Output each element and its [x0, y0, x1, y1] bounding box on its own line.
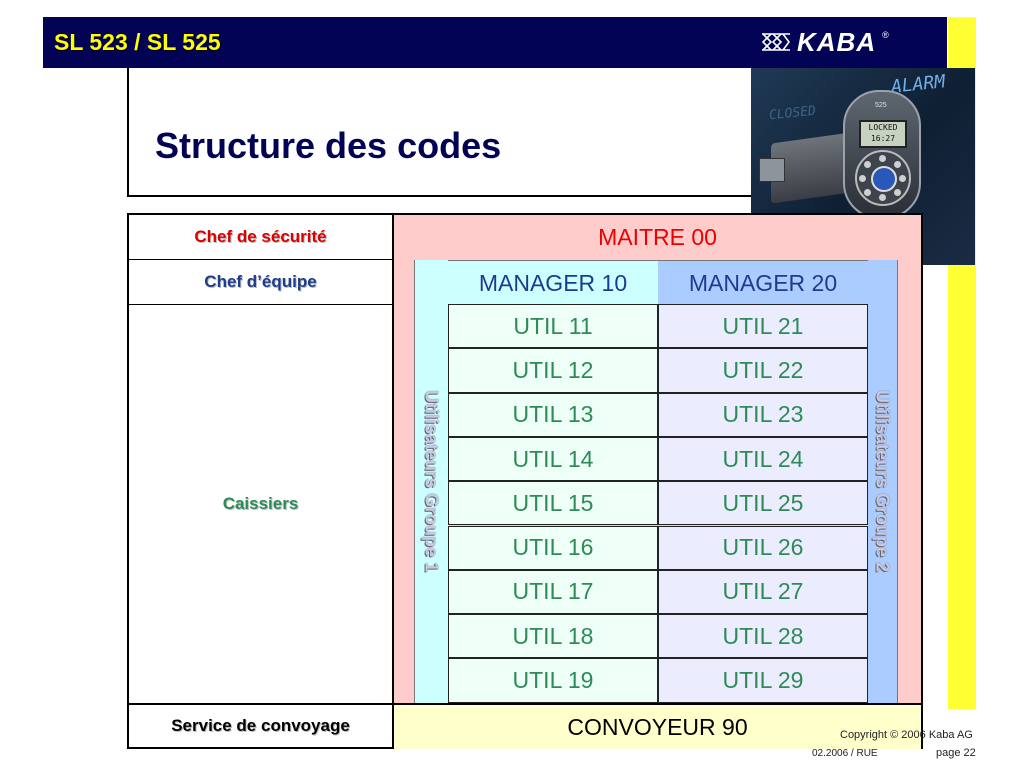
group2-band	[868, 260, 898, 703]
header-bar: SL 523 / SL 525 KABA ®	[43, 17, 947, 68]
role-convoy-service: Service de convoyage	[171, 716, 350, 735]
key-dot	[894, 189, 901, 196]
key-dot	[899, 175, 906, 182]
copyright-text: Copyright © 2006 Kaba AG	[840, 729, 973, 741]
key-dot	[894, 161, 901, 168]
user-code-cell: UTIL 23	[658, 392, 868, 437]
row-divider	[129, 259, 392, 260]
page-number: page 22	[936, 747, 976, 759]
key-dot	[879, 194, 886, 201]
role-column: Chef de sécurité Chef d’équipe Caissiers…	[129, 215, 394, 747]
footer-date: 02.2006 / RUE	[812, 748, 878, 759]
user-code-cell: UTIL 14	[448, 436, 658, 482]
user-code-cell: UTIL 15	[448, 481, 658, 526]
convoy-code: CONVOYEUR 90	[394, 703, 921, 749]
header-title: SL 523 / SL 525	[54, 29, 221, 55]
user-code-grid: UTIL 11 UTIL 12 UTIL 13 UTIL 14 UTIL 15 …	[448, 304, 868, 703]
user-code-cell: UTIL 22	[658, 348, 868, 393]
logo-text: KABA	[797, 26, 877, 57]
keypad-dial	[855, 150, 911, 206]
user-code-cell: UTIL 29	[658, 658, 868, 703]
keypad-center-button	[871, 166, 897, 192]
user-code-cell: UTIL 11	[448, 304, 658, 349]
key-dot	[864, 189, 871, 196]
slide-title: Structure des codes	[155, 125, 502, 166]
user-code-cell: UTIL 26	[658, 525, 868, 570]
display-line-2: 16:27	[870, 134, 896, 143]
group1-label: Utilisateurs Groupe 1	[421, 389, 442, 573]
user-code-cell: UTIL 24	[658, 436, 868, 482]
manager-20-code: MANAGER 20	[658, 260, 868, 305]
key-dot	[864, 161, 871, 168]
user-code-cell: UTIL 19	[448, 658, 658, 703]
row-divider	[129, 304, 392, 305]
group2-label: Utilisateurs Groupe 2	[872, 389, 893, 573]
user-code-cell: UTIL 25	[658, 481, 868, 526]
role-security-chief: Chef de sécurité	[194, 227, 327, 246]
keypad-device: 525 LOCKED 16:27	[843, 90, 921, 219]
key-dot	[879, 155, 886, 162]
manager-10-code: MANAGER 10	[448, 260, 658, 305]
user-code-cell: UTIL 17	[448, 569, 658, 615]
user-code-cell: UTIL 12	[448, 348, 658, 393]
lock-bolt	[759, 158, 785, 182]
master-code: MAITRE 00	[598, 223, 717, 250]
logo-registered-mark: ®	[882, 30, 889, 40]
user-code-cell: UTIL 13	[448, 392, 658, 437]
user-code-cell: UTIL 27	[658, 569, 868, 615]
row-divider	[129, 703, 392, 705]
code-structure-table: Chef de sécurité Chef d’équipe Caissiers…	[127, 213, 923, 749]
kaba-emblem-icon	[761, 33, 790, 51]
keypad-model-label: 525	[875, 102, 887, 109]
kaba-logo: KABA ®	[761, 26, 889, 57]
display-line-1: LOCKED	[868, 123, 898, 132]
key-dot	[859, 175, 866, 182]
user-code-cell: UTIL 28	[658, 614, 868, 659]
title-frame	[127, 68, 789, 197]
role-cashiers: Caissiers	[222, 494, 299, 513]
user-code-cell: UTIL 21	[658, 304, 868, 349]
keypad-display: LOCKED 16:27	[859, 120, 907, 148]
role-team-chief: Chef d’équipe	[204, 272, 317, 291]
user-code-cell: UTIL 16	[448, 525, 658, 570]
photo-closed-text: CLOSED	[768, 103, 817, 124]
group1-band	[414, 260, 449, 703]
user-code-cell: UTIL 18	[448, 614, 658, 659]
